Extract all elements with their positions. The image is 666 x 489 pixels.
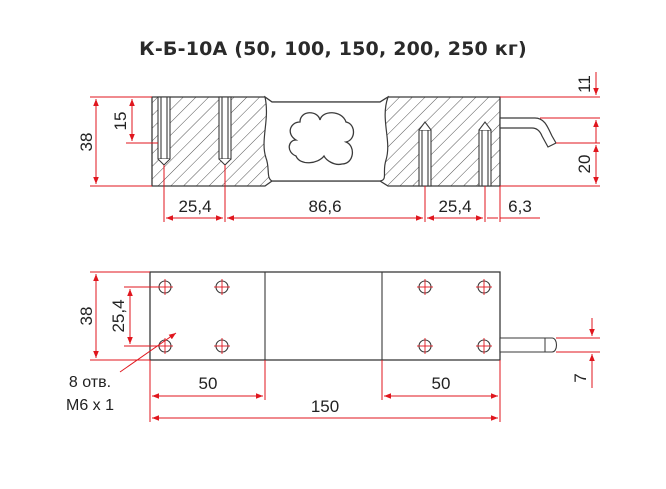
dim-thread-depth: 15 — [111, 112, 130, 131]
dim-right-block: 50 — [432, 374, 451, 393]
side-dimensions — [90, 72, 600, 222]
dim-left-pitch: 25,4 — [178, 197, 211, 216]
side-cable — [499, 117, 557, 148]
dim-right-pitch: 25,4 — [438, 197, 471, 216]
clover-hole — [288, 112, 355, 166]
holes-note-line1: 8 отв. — [69, 374, 111, 391]
holes-note-line2: М6 х 1 — [66, 397, 114, 414]
dim-cable-offset: 11 — [575, 75, 594, 93]
dim-cable-tail: 6,3 — [508, 197, 532, 216]
top-cable — [499, 337, 558, 353]
dim-total-length: 150 — [311, 397, 339, 416]
dim-left-block: 50 — [199, 374, 218, 393]
thread-holes — [157, 96, 492, 187]
dim-cable-width: 7 — [571, 373, 590, 382]
dim-center-span: 86,6 — [308, 197, 341, 216]
side-view: 38 15 25,4 86,6 25,4 6,3 11 20 — [77, 72, 600, 222]
top-dimensions — [90, 271, 600, 422]
drawing-title: К-Б-10А (50, 100, 150, 200, 250 кг) — [139, 38, 527, 60]
dim-side-height: 38 — [77, 133, 96, 152]
dim-cable-height: 20 — [575, 155, 594, 174]
top-view: 38 25,4 8 отв. М6 х 1 50 50 150 7 — [66, 271, 600, 422]
top-body — [149, 271, 501, 361]
dim-top-height: 38 — [77, 307, 96, 326]
dim-hole-pitch: 25,4 — [109, 299, 128, 332]
